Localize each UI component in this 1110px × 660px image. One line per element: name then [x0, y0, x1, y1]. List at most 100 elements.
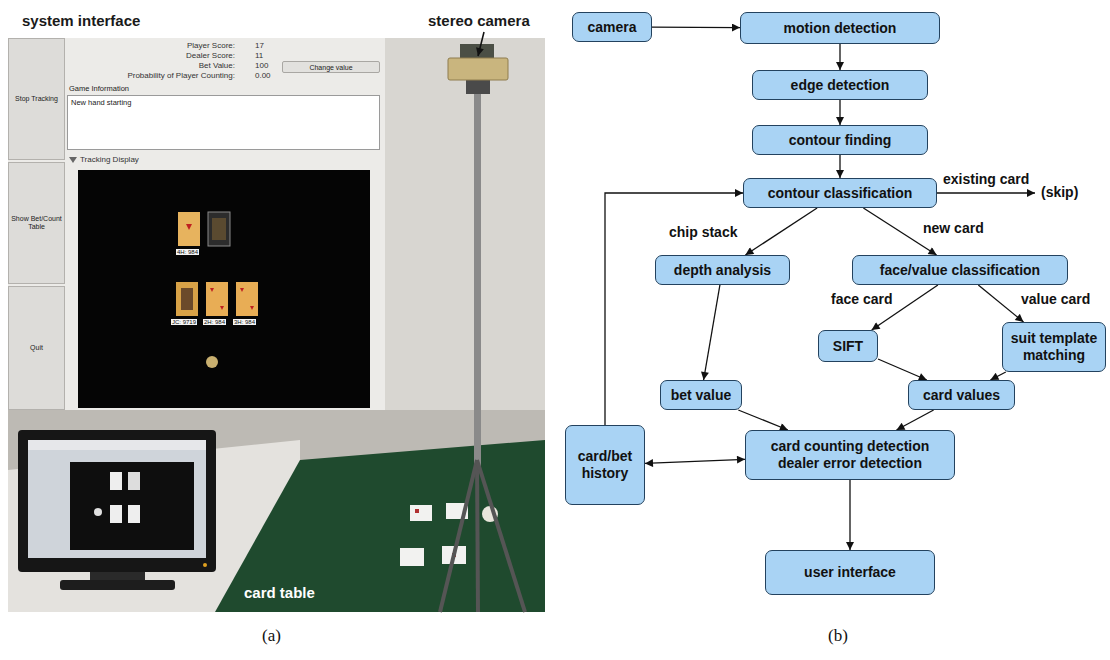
part-label: card table	[244, 584, 315, 601]
connector	[704, 285, 720, 380]
illustration-shape	[215, 440, 545, 612]
illustration-shape	[385, 38, 545, 438]
stereo-camera	[448, 44, 508, 80]
process-box: card values	[908, 380, 1015, 410]
illustration-shape	[448, 58, 508, 80]
process-box: face/value classification	[852, 255, 1068, 285]
node-text: Quit	[11, 344, 62, 352]
field-label: Player Score:	[187, 41, 235, 50]
node-text: New hand starting	[67, 95, 380, 150]
illustration-shape	[8, 38, 545, 612]
illustration-shape	[477, 460, 478, 612]
node-text: contour finding	[759, 132, 921, 149]
edge-label: face card	[830, 291, 893, 307]
field-value: 100	[255, 61, 268, 70]
node-text: Change value	[283, 64, 379, 71]
illustration-shape	[60, 580, 175, 590]
connector	[839, 44, 840, 70]
card-tag: 2H: 984	[203, 319, 226, 325]
photo-background	[8, 38, 545, 612]
edge-label: new card	[922, 220, 985, 236]
illustration-shape	[178, 212, 200, 246]
ui-button: Change value	[282, 61, 380, 73]
illustration-shape	[240, 288, 244, 292]
field-label: Bet Value:	[199, 61, 235, 70]
node-text: user interface	[772, 564, 928, 581]
part-label: stereo camera	[428, 12, 530, 29]
edge-label: value card	[1020, 291, 1091, 307]
tripod	[440, 78, 525, 612]
illustration-shape	[210, 288, 214, 292]
leader-arrow	[478, 32, 484, 56]
process-box: card counting detectiondealer error dete…	[745, 430, 955, 480]
node-text: Show Bet/Count Table	[11, 215, 62, 232]
connector	[897, 410, 934, 430]
connector	[645, 459, 745, 463]
tracked-cards	[176, 212, 258, 368]
illustration-shape	[128, 472, 140, 490]
skip-arrow	[937, 192, 1035, 193]
branch-label: existing card	[942, 171, 1030, 187]
process-box: depth analysis	[655, 255, 790, 285]
illustration-shape	[440, 460, 477, 612]
illustration-shape	[250, 306, 254, 310]
illustration-shape	[94, 508, 102, 516]
illustration-shape	[415, 509, 419, 513]
illustration-shape	[18, 430, 216, 572]
node-text: bet value	[667, 387, 735, 404]
field-value: 17	[255, 41, 264, 50]
node-text: card counting detection	[752, 438, 948, 455]
card-tag: 4H: 984	[176, 249, 199, 255]
process-box: contour classification	[743, 178, 937, 208]
field-value: 0.00	[255, 71, 271, 80]
connector	[605, 193, 743, 425]
process-box: contour finding	[752, 125, 928, 155]
illustration-shape	[236, 282, 258, 316]
illustration-shape	[8, 38, 385, 410]
node-text: Stop Tracking	[11, 95, 62, 103]
connector	[652, 27, 740, 29]
subfigure-label: (a)	[262, 626, 281, 646]
illustration-shape	[128, 505, 140, 523]
field-label: Dealer Score:	[186, 51, 235, 60]
illustration-shape	[110, 472, 122, 490]
illustration-shape	[69, 157, 77, 163]
illustration-shape	[474, 80, 481, 470]
node-text: camera	[579, 19, 645, 36]
edge-label: chip stack	[668, 224, 738, 240]
field-label: Probability of Player Counting:	[127, 71, 235, 80]
connector	[839, 155, 840, 178]
illustration-shape	[78, 170, 370, 408]
node-text: dealer error detection	[752, 455, 948, 472]
panel-label: Tracking Display	[80, 155, 139, 164]
node-text: card values	[915, 387, 1008, 404]
illustration-shape	[206, 356, 218, 368]
illustration-shape	[186, 224, 192, 230]
node-text: motion detection	[747, 20, 933, 37]
illustration-shape	[203, 563, 207, 567]
illustration-shape	[181, 288, 193, 310]
card-tag: 3H: 984	[233, 319, 256, 325]
illustration-shape	[212, 218, 226, 240]
connector	[878, 359, 927, 380]
process-box: camera	[572, 12, 652, 42]
illustration-shape	[410, 505, 432, 521]
node-text: Game Information	[67, 84, 380, 95]
ui-button: Stop Tracking	[8, 38, 65, 160]
node-text: edge detection	[759, 77, 921, 94]
illustration-shape	[477, 460, 525, 612]
part-label: system interface	[22, 12, 140, 29]
node-text: suit template matching	[1009, 330, 1099, 364]
node-text: card/bet history	[572, 448, 638, 482]
ui-button: Show Bet/Count Table	[8, 162, 65, 284]
illustration-shape	[110, 505, 122, 523]
illustration-shape	[28, 440, 206, 450]
illustration-shape	[220, 306, 224, 310]
card-tag: JC: 9719	[171, 319, 197, 325]
field-value: 11	[255, 51, 263, 60]
card-table	[215, 440, 545, 612]
connector	[978, 285, 1023, 322]
node-text: SIFT	[825, 338, 871, 355]
connector	[839, 100, 840, 125]
